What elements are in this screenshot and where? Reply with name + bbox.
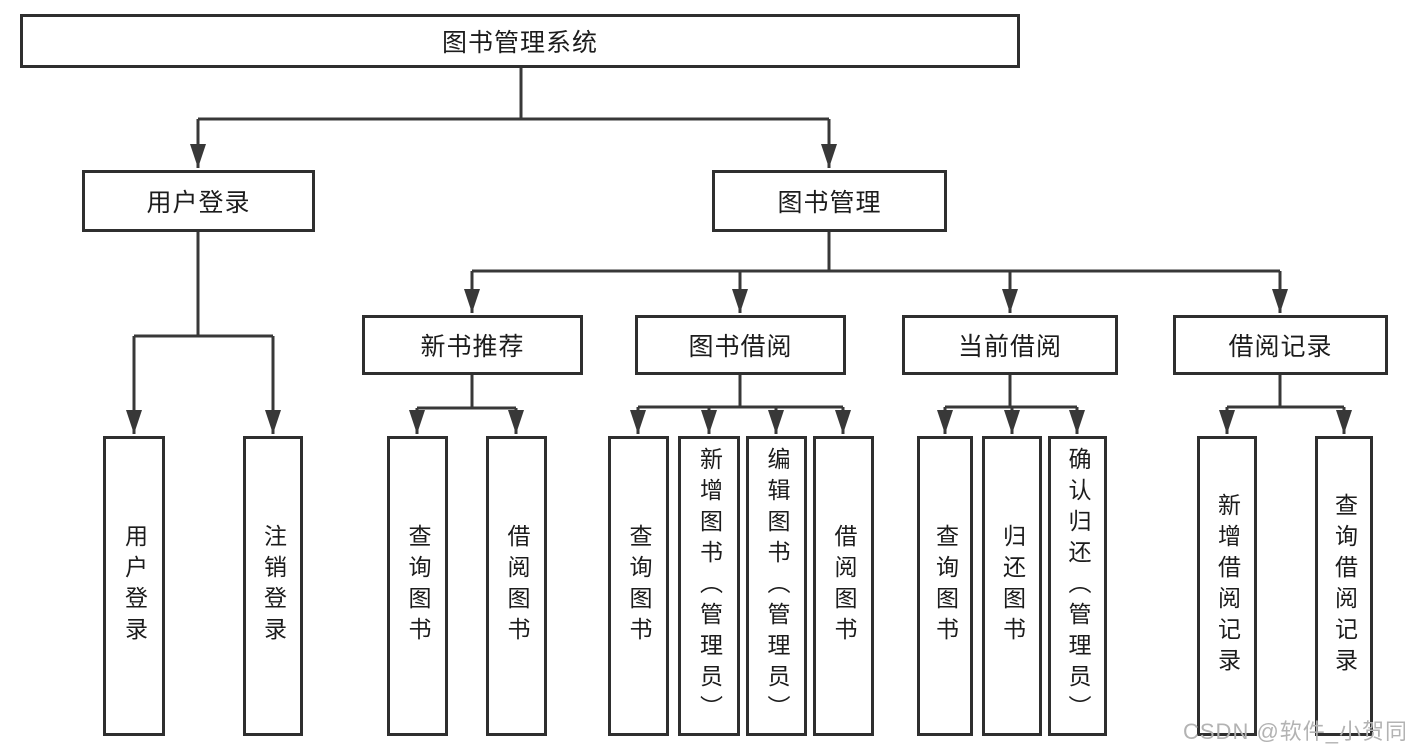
leaf-label: 查询图书 (626, 524, 652, 648)
leaf-borrow-books: 借阅图书 (813, 436, 874, 736)
connector-book-borrow (638, 375, 843, 409)
node-current-borrowing: 当前借阅 (902, 315, 1118, 375)
node-label: 图书借阅 (688, 333, 793, 361)
connector-new-book-rec (417, 375, 516, 410)
leaf-label: 查询借阅记录 (1331, 493, 1358, 679)
leaf-label: 编辑图书（管理员） (764, 446, 790, 726)
leaf-label: 确认归还（管理员） (1065, 446, 1091, 726)
connector-current-borrow (945, 375, 1077, 409)
node-user-login: 用户登录 (82, 170, 315, 232)
node-book-borrowing: 图书借阅 (635, 315, 846, 375)
leaf-query-books-recommendation: 查询图书 (387, 436, 448, 736)
leaf-query-books-borrowing: 查询图书 (608, 436, 669, 736)
leaf-label: 借阅图书 (504, 524, 530, 648)
leaf-user-login: 用户登录 (103, 436, 165, 736)
leaf-label: 新增借阅记录 (1214, 493, 1241, 679)
leaf-label: 注销登录 (260, 524, 287, 648)
csdn-watermark: CSDN @软件_小贺同学 (1183, 719, 1405, 744)
leaf-add-borrow-record: 新增借阅记录 (1197, 436, 1257, 736)
leaf-label: 查询图书 (405, 524, 431, 648)
leaf-borrow-books-recommendation: 借阅图书 (486, 436, 547, 736)
leaf-edit-books-admin: 编辑图书（管理员） (746, 436, 807, 736)
node-label: 图书管理系统 (441, 29, 598, 57)
leaf-confirm-return-admin: 确认归还（管理员） (1048, 436, 1107, 736)
leaf-label: 归还图书 (999, 524, 1026, 648)
node-label: 新书推荐 (420, 333, 525, 361)
node-book-management: 图书管理 (712, 170, 947, 232)
connector-borrow-records (1227, 375, 1344, 409)
node-label: 借阅记录 (1228, 333, 1333, 361)
node-borrowing-records: 借阅记录 (1173, 315, 1388, 375)
leaf-logout: 注销登录 (243, 436, 303, 736)
leaf-label: 用户登录 (121, 524, 148, 648)
connector-root (198, 68, 829, 121)
leaf-label: 借阅图书 (831, 524, 857, 648)
leaf-label: 新增图书（管理员） (696, 446, 723, 726)
connector-user-login (134, 232, 273, 338)
leaf-add-books-admin: 新增图书（管理员） (678, 436, 740, 736)
leaf-query-books-current: 查询图书 (917, 436, 973, 736)
node-label: 图书管理 (777, 189, 882, 217)
node-new-book-recommendation: 新书推荐 (362, 315, 583, 375)
leaf-return-books: 归还图书 (982, 436, 1042, 736)
node-library-management-system: 图书管理系统 (20, 14, 1020, 68)
leaf-label: 查询图书 (932, 524, 959, 648)
connector-book-mgmt (472, 232, 1280, 273)
node-label: 用户登录 (146, 189, 251, 217)
node-label: 当前借阅 (957, 333, 1062, 361)
leaf-query-borrow-record: 查询借阅记录 (1315, 436, 1373, 736)
